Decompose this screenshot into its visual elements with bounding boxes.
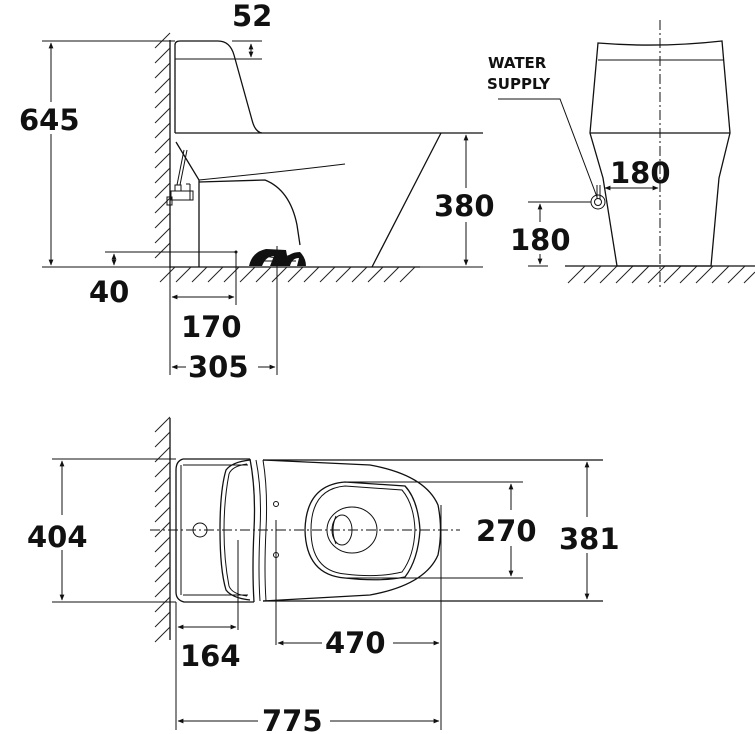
front-view: WATER SUPPLY 180 180 <box>487 20 755 290</box>
water-supply-label-line1: WATER <box>488 54 547 72</box>
dim-total-height: 645 <box>19 40 175 268</box>
dim-supply-height-front: 180 <box>510 201 591 267</box>
dim-supply-height-front-label: 180 <box>510 223 571 257</box>
side-view: 645 52 380 40 170 <box>19 0 495 384</box>
plan-view: 404 270 381 164 470 <box>27 416 620 734</box>
supply-valve-side <box>166 149 194 206</box>
dim-tank-depth: 164 <box>175 602 241 730</box>
water-supply-callout: WATER SUPPLY <box>487 54 598 198</box>
dim-tank-width-label: 404 <box>27 520 88 554</box>
dim-supply-height-side: 40 <box>89 250 238 309</box>
dim-bowl-outer-width: 381 <box>559 461 620 600</box>
dim-seat-height-label: 380 <box>434 189 495 223</box>
toilet-plan-outline <box>150 458 603 645</box>
dim-tank-lid: 52 <box>232 0 272 60</box>
dim-total-height-label: 645 <box>19 103 80 137</box>
dim-total-length-label: 775 <box>262 704 323 734</box>
dim-tank-width: 404 <box>27 458 176 603</box>
dim-bowl-outer-width-label: 381 <box>559 522 620 556</box>
water-supply-label-line2: SUPPLY <box>487 75 551 93</box>
dim-supply-from-center-label: 180 <box>610 156 671 190</box>
supply-valve-front <box>590 185 606 210</box>
toilet-front-outline <box>589 20 731 290</box>
toilet-side-outline <box>166 40 483 268</box>
wall-hatch-side <box>154 32 171 268</box>
dim-rough-in-label: 305 <box>188 350 249 384</box>
dim-supply-height-side-label: 40 <box>89 275 129 309</box>
wall-hatch-plan <box>154 416 171 643</box>
dim-tank-depth-label: 164 <box>180 639 241 673</box>
dim-rough-in: 305 <box>171 246 278 384</box>
dim-bowl-inner-width-label: 270 <box>476 514 537 548</box>
dim-supply-offset-label: 170 <box>181 310 242 344</box>
dim-tank-lid-label: 52 <box>232 0 272 33</box>
dim-supply-offset: 170 <box>169 252 242 375</box>
dim-bowl-length: 470 <box>277 626 440 660</box>
dim-bowl-inner-width: 270 <box>345 481 537 579</box>
dim-total-length: 775 <box>177 645 442 734</box>
dim-seat-height: 380 <box>420 132 495 268</box>
drain-flange-side <box>249 249 306 266</box>
dim-supply-from-center: 180 <box>604 156 671 191</box>
dim-bowl-length-label: 470 <box>325 626 386 660</box>
floor-hatch-side <box>159 266 420 283</box>
